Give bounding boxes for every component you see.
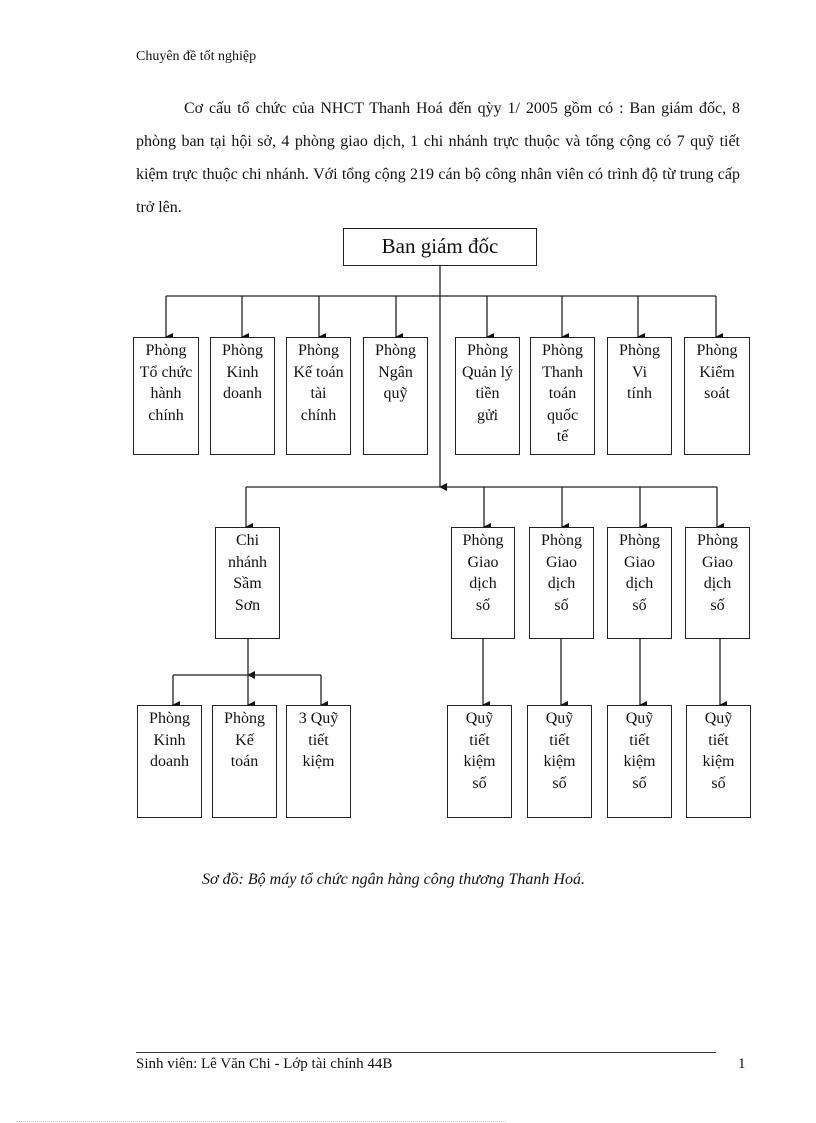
page-break-marker xyxy=(16,1121,506,1122)
transaction-office-label: Phòng Giao dịch số xyxy=(697,532,738,614)
branch-unit-label: Phòng Kinh doanh xyxy=(149,710,190,770)
running-header: Chuyên đề tốt nghiệp xyxy=(136,49,257,64)
dept-box: Phòng Vi tính xyxy=(607,337,672,455)
dept-box: Phòng Kiểm soát xyxy=(684,337,750,455)
branch-box: Chi nhánh Sầm Sơn xyxy=(215,527,280,639)
dept-box: Phòng Quản lý tiền gửi xyxy=(455,337,520,455)
branch-unit-box: 3 Quỹ tiết kiệm xyxy=(286,705,351,818)
dept-label: Phòng Kinh doanh xyxy=(222,342,263,402)
dept-label: Phòng Quản lý tiền gửi xyxy=(461,342,514,424)
savings-fund-box: Quỹ tiết kiệm số xyxy=(686,705,751,818)
savings-fund-label: Quỹ tiết kiệm số xyxy=(623,710,656,792)
branch-unit-box: Phòng Kinh doanh xyxy=(137,705,202,818)
transaction-office-label: Phòng Giao dịch số xyxy=(619,532,660,614)
board-of-directors-label: Ban giám đốc xyxy=(381,234,499,258)
diagram-caption: Sơ đồ: Bộ máy tổ chức ngân hàng công thư… xyxy=(202,871,585,888)
branch-unit-label: Phòng Kế toán xyxy=(224,710,265,770)
dept-label: Phòng Kế toán tài chính xyxy=(293,342,344,424)
footer-divider xyxy=(136,1052,716,1053)
dept-label: Phòng Ngân quỹ xyxy=(375,342,416,402)
savings-fund-label: Quỹ tiết kiệm số xyxy=(543,710,576,792)
page-number: 1 xyxy=(738,1056,746,1072)
transaction-office-box: Phòng Giao dịch số xyxy=(607,527,672,639)
transaction-office-box: Phòng Giao dịch số xyxy=(685,527,750,639)
dept-box: Phòng Ngân quỹ xyxy=(363,337,428,455)
savings-fund-box: Quỹ tiết kiệm số xyxy=(607,705,672,818)
dept-label: Phòng Tổ chức hành chính xyxy=(139,342,193,424)
branch-label: Chi nhánh Sầm Sơn xyxy=(227,532,268,614)
branch-unit-box: Phòng Kế toán xyxy=(212,705,277,818)
savings-fund-label: Quỹ tiết kiệm số xyxy=(463,710,496,792)
board-of-directors-box: Ban giám đốc xyxy=(343,228,537,266)
transaction-office-label: Phòng Giao dịch số xyxy=(462,532,504,614)
dept-box: Phòng Thanh toán quốc tế xyxy=(530,337,595,455)
dept-label: Phòng Thanh toán quốc tế xyxy=(542,342,583,445)
savings-fund-box: Quỹ tiết kiệm số xyxy=(527,705,592,818)
footer-student: Sinh viên: Lê Văn Chi - Lớp tài chính 44… xyxy=(136,1056,393,1072)
savings-fund-box: Quỹ tiết kiệm số xyxy=(447,705,512,818)
dept-label: Phòng Vi tính xyxy=(619,342,660,402)
savings-fund-label: Quỹ tiết kiệm số xyxy=(702,710,735,792)
dept-box: Phòng Kế toán tài chính xyxy=(286,337,351,455)
transaction-office-box: Phòng Giao dịch số xyxy=(529,527,594,639)
transaction-office-label: Phòng Giao dịch số xyxy=(541,532,582,614)
intro-paragraph: Cơ cấu tổ chức của NHCT Thanh Hoá đến qỳ… xyxy=(136,100,740,216)
transaction-office-box: Phòng Giao dịch số xyxy=(451,527,515,639)
branch-unit-label: 3 Quỹ tiết kiệm xyxy=(298,710,339,770)
dept-box: Phòng Kinh doanh xyxy=(210,337,275,455)
dept-box: Phòng Tổ chức hành chính xyxy=(133,337,199,455)
dept-label: Phòng Kiểm soát xyxy=(696,342,738,402)
